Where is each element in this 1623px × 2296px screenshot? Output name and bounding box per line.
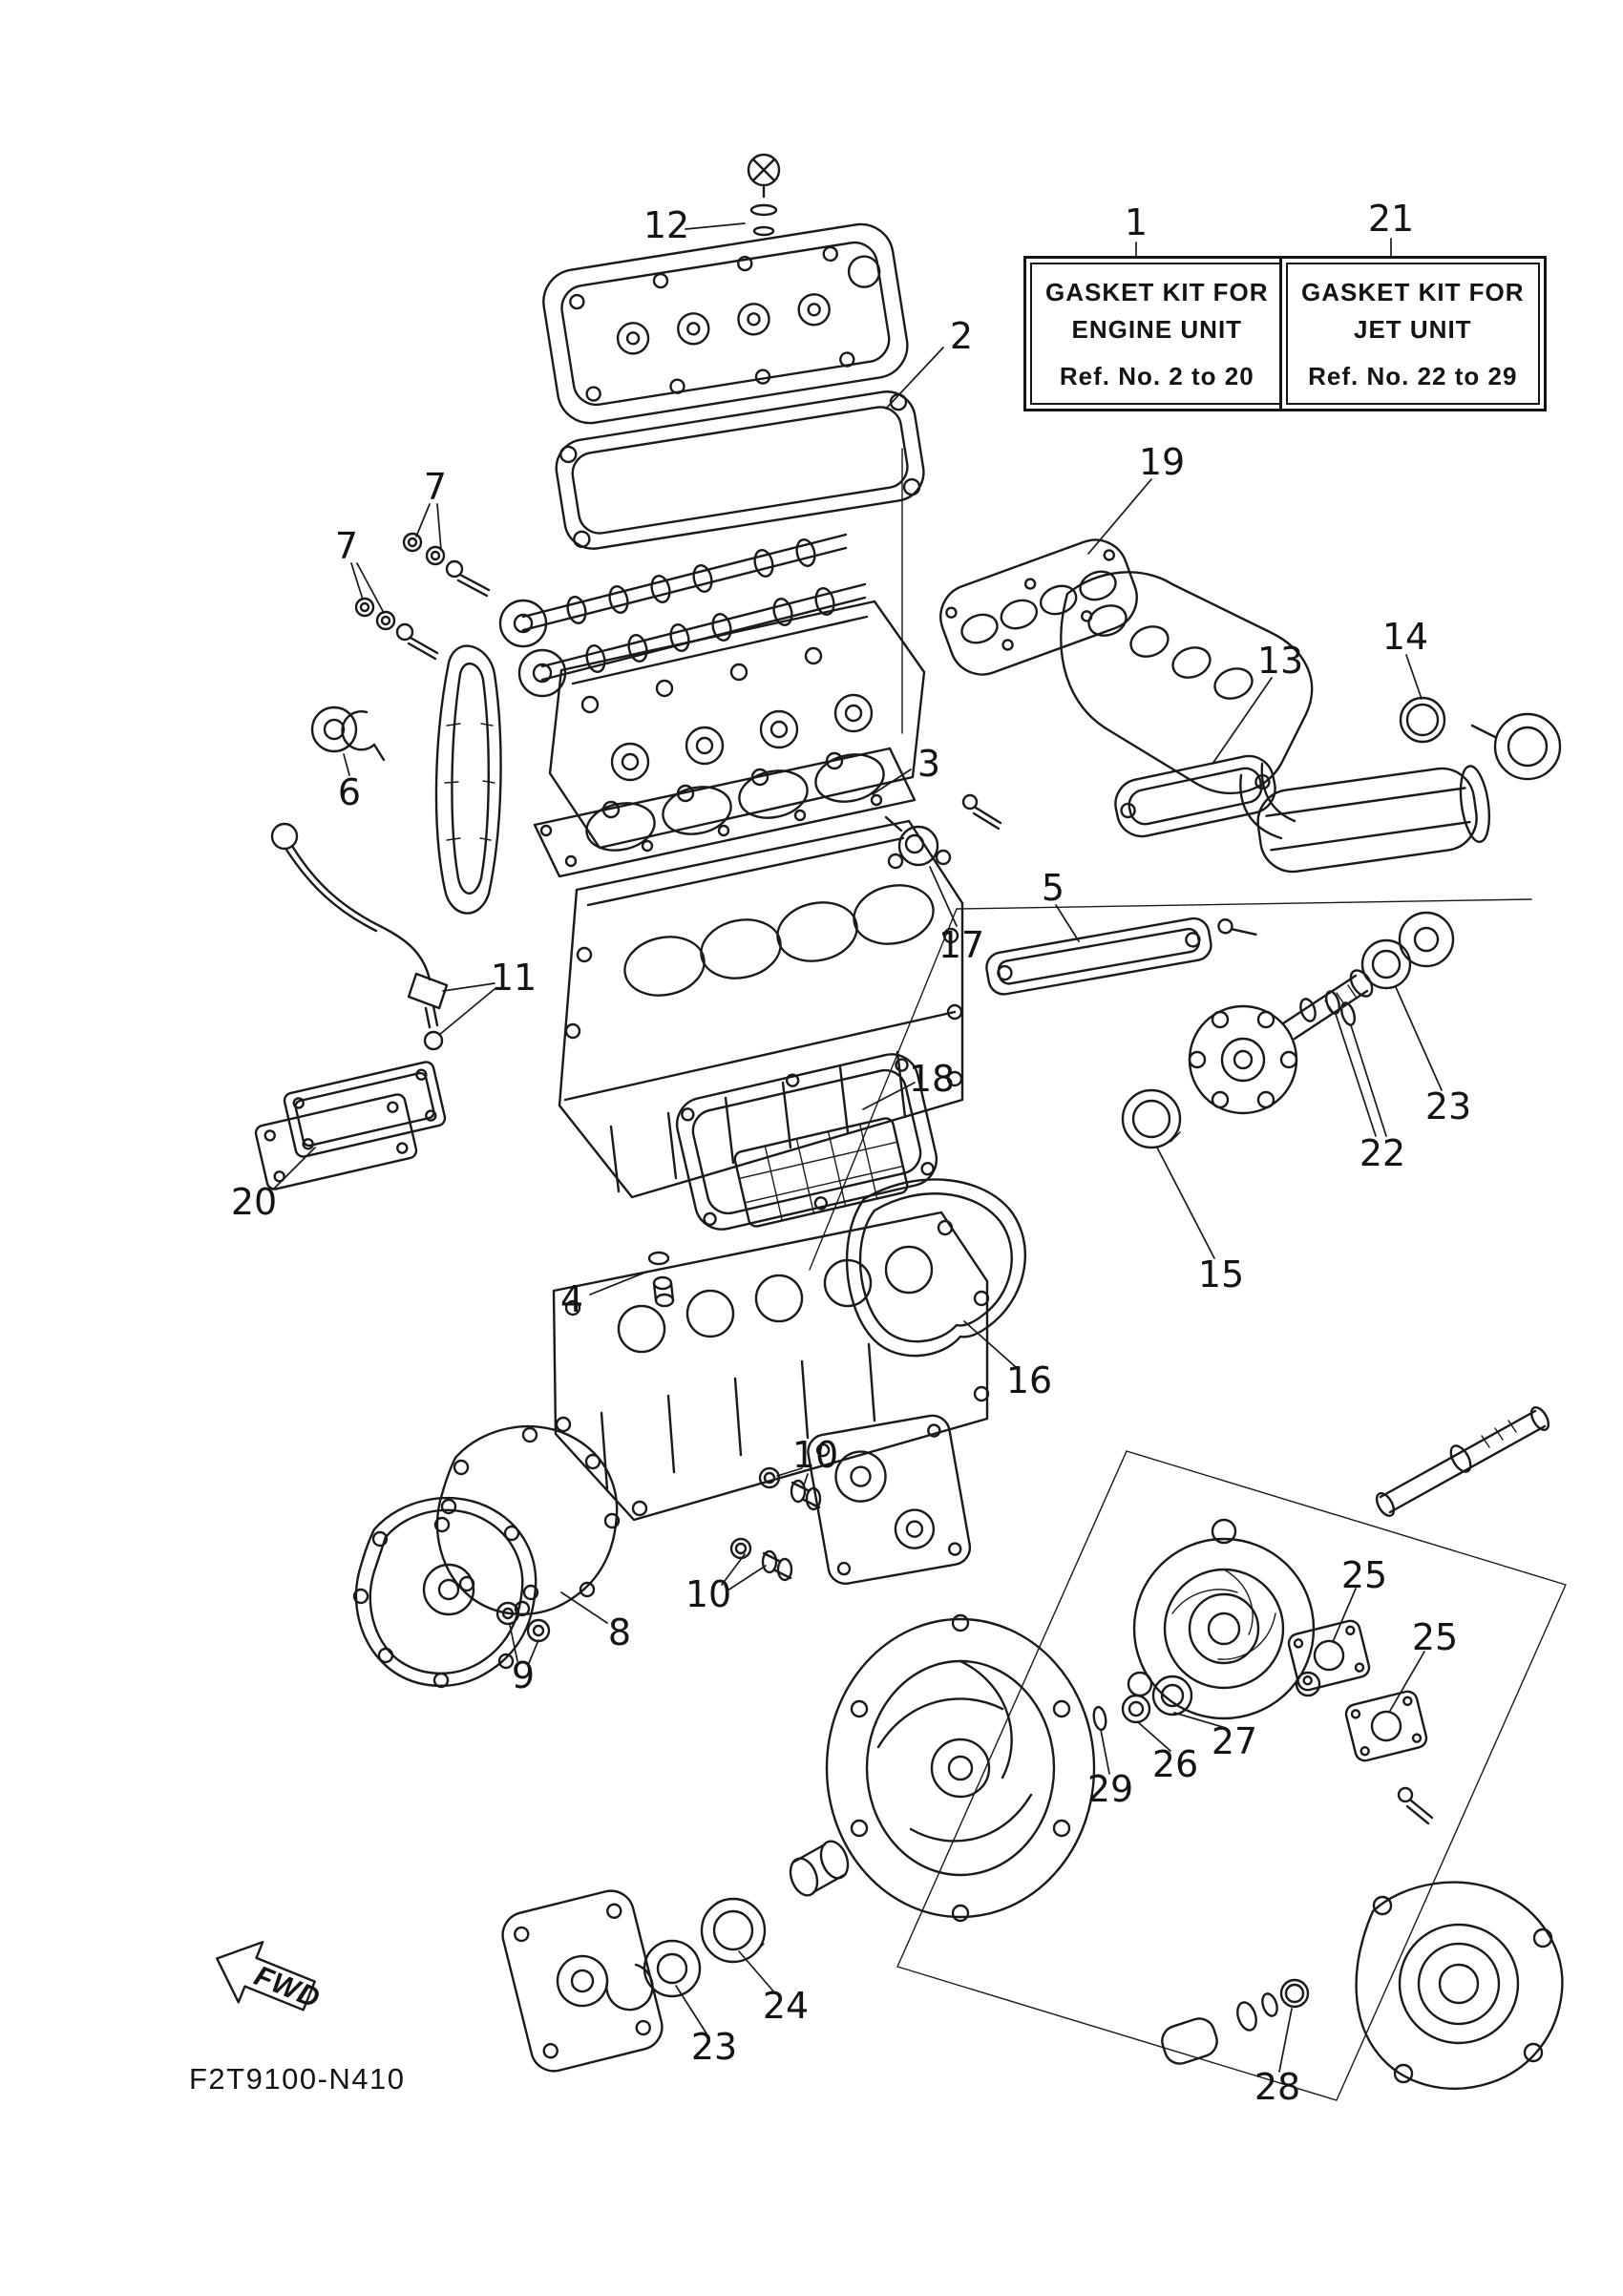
callout-29: 29 — [1086, 1768, 1134, 1810]
outlet-joint — [1470, 712, 1562, 781]
pump-plate-a — [1287, 1619, 1371, 1692]
jet-kit-ref-line: Ref. No. 22 to 29 — [1308, 362, 1518, 390]
gasket-kit-box-engine: GASKET KIT FOR ENGINE UNIT Ref. No. 2 to… — [1023, 256, 1291, 411]
crankcase-gasket-16 — [845, 1178, 1026, 1358]
oil-pan-gasket — [675, 1053, 938, 1231]
camshafts — [498, 533, 867, 698]
exhaust-manifold-gasket — [939, 538, 1138, 676]
head-gasket — [533, 747, 917, 878]
callout-25a: 25 — [1340, 1554, 1388, 1596]
gasket-kit-box-jet: GASKET KIT FOR JET UNIT Ref. No. 22 to 2… — [1279, 256, 1547, 411]
section-frame-lines — [809, 448, 1567, 2101]
callout-20: 20 — [230, 1181, 278, 1223]
oil-filler-cap — [747, 153, 781, 237]
callout-22: 22 — [1359, 1132, 1406, 1174]
fwd-arrow: FWD — [216, 1941, 325, 2014]
callout-6: 6 — [337, 771, 362, 813]
cylinder-block — [558, 819, 964, 1199]
seal-29 — [1092, 1705, 1107, 1732]
exhaust-pipe — [1256, 765, 1491, 874]
bearing-stack — [605, 1840, 850, 2012]
callout-7b: 7 — [334, 525, 359, 567]
valve-cover-gasket — [555, 390, 925, 550]
engine-kit-title-line2: ENGINE UNIT — [1071, 315, 1243, 344]
thermostat — [884, 793, 1002, 870]
o-ring-plug-4 — [647, 1251, 675, 1308]
callout-9: 9 — [511, 1654, 536, 1696]
drawing-code: F2T9100-N410 — [189, 2062, 406, 2096]
o-ring-14 — [1399, 696, 1446, 744]
lower-crankcase — [552, 1211, 990, 1522]
rear-housing — [1355, 1881, 1564, 2090]
callout-16: 16 — [1005, 1359, 1053, 1401]
seal-26 — [1121, 1694, 1151, 1724]
breather-gasket — [254, 1093, 418, 1190]
callout-7a: 7 — [423, 466, 448, 508]
callout-5: 5 — [1041, 867, 1065, 909]
cam-cap-bolts — [354, 532, 491, 661]
jet-kit-title-line2: JET UNIT — [1353, 315, 1472, 344]
generator-cover-gasket — [433, 1424, 621, 1617]
callout-17: 17 — [938, 924, 985, 966]
pump-dowels-10 — [729, 1466, 822, 1582]
seal-27 — [1151, 1675, 1193, 1717]
callout-2: 2 — [949, 315, 974, 357]
impeller-duct — [825, 1613, 1096, 1923]
generator-cover — [352, 1496, 539, 1689]
engine-kit-title-line1: GASKET KIT FOR — [1045, 278, 1269, 306]
callout-4: 4 — [559, 1278, 584, 1320]
callout-1: 1 — [1124, 201, 1149, 243]
callout-27: 27 — [1211, 1720, 1258, 1762]
callout-24: 24 — [762, 1985, 810, 2027]
callout-19: 19 — [1138, 441, 1186, 483]
drive-coupling — [1188, 969, 1374, 1115]
callout-leaders — [272, 222, 1443, 2073]
cam-end-seal — [310, 706, 386, 762]
callout-28: 28 — [1254, 2066, 1301, 2108]
pump-plate-screw — [1397, 1786, 1434, 1825]
oil-strainer-plate — [733, 1117, 909, 1228]
callout-15: 15 — [1197, 1253, 1245, 1295]
callout-23b: 23 — [690, 2026, 738, 2068]
front-bearing-cover — [501, 1889, 664, 2073]
callout-25b: 25 — [1411, 1616, 1459, 1658]
callout-12: 12 — [643, 204, 690, 246]
callout-21: 21 — [1367, 198, 1415, 240]
oil-pump — [807, 1414, 972, 1585]
callout-8: 8 — [607, 1611, 632, 1654]
exhaust-pipe-gasket — [1114, 754, 1276, 838]
callout-3: 3 — [917, 743, 941, 785]
callout-18: 18 — [908, 1058, 956, 1100]
dipstick — [270, 822, 432, 981]
timing-chain — [434, 644, 502, 915]
fwd-label: FWD — [250, 1960, 325, 2014]
drive-shaft — [1375, 1406, 1550, 1517]
callout-10a: 10 — [791, 1434, 839, 1476]
callout-13: 13 — [1256, 640, 1304, 682]
rear-cap-parts — [1161, 1978, 1310, 2065]
callout-14: 14 — [1381, 616, 1429, 658]
oil-pipe-bracket — [407, 972, 449, 1051]
pump-plate-b — [1344, 1690, 1428, 1762]
engine-kit-ref-line: Ref. No. 2 to 20 — [1059, 362, 1254, 390]
callout-11: 11 — [490, 957, 537, 999]
jet-pump-housing — [1127, 1518, 1321, 1720]
oil-seal-15 — [1121, 1088, 1182, 1149]
callout-23a: 23 — [1424, 1085, 1472, 1127]
callout-26: 26 — [1151, 1743, 1199, 1785]
seals-23-upper — [1360, 911, 1455, 990]
callout-10b: 10 — [685, 1573, 732, 1615]
engine-mount-gasket — [985, 916, 1257, 996]
valve-cover — [542, 222, 909, 425]
breather-plate — [283, 1061, 447, 1158]
o-rings-22 — [1324, 990, 1357, 1026]
jet-kit-title-line1: GASKET KIT FOR — [1301, 278, 1525, 306]
exhaust-manifold — [1060, 571, 1314, 840]
